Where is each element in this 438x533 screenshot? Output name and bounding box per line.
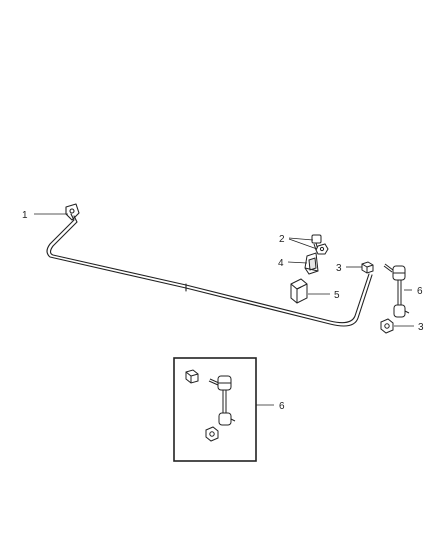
bushing-part-5 — [290, 278, 308, 304]
nut-part-3-lower — [380, 318, 394, 334]
nut-part-2 — [315, 243, 329, 255]
callouts: 1 2 4 3 5 6 3 6 — [22, 210, 424, 412]
inset-nut-lower — [205, 426, 219, 442]
inset-link — [208, 375, 236, 426]
callout-6-main: 6 — [417, 286, 423, 297]
stabilizer-link-part-6 — [383, 263, 410, 318]
detail-inset — [173, 357, 274, 462]
bolt-part-2 — [311, 234, 322, 251]
callout-6-detail: 6 — [279, 401, 285, 412]
callout-3-lower: 3 — [418, 322, 424, 333]
bushing-retainer-part-4 — [304, 252, 319, 275]
stabilizer-bar — [46, 203, 373, 327]
inset-nut-upper — [185, 369, 199, 384]
callout-3-upper: 3 — [336, 263, 342, 274]
leader-2-nut — [288, 238, 318, 250]
callout-2: 2 — [279, 234, 285, 245]
nut-part-3-upper — [361, 261, 374, 274]
stabilizer-bar-left-eye — [65, 203, 80, 221]
stabilizer-bar-inner — [49, 215, 370, 324]
stabilizer-bar-left-eye-hole — [69, 208, 75, 214]
stabilizer-bar-outer — [46, 213, 373, 327]
callout-5: 5 — [334, 290, 340, 301]
leader-4 — [287, 261, 308, 264]
leader-2-bolt — [288, 237, 314, 241]
callout-4: 4 — [278, 258, 284, 269]
callout-1: 1 — [22, 210, 28, 221]
leader-lines — [34, 213, 414, 327]
